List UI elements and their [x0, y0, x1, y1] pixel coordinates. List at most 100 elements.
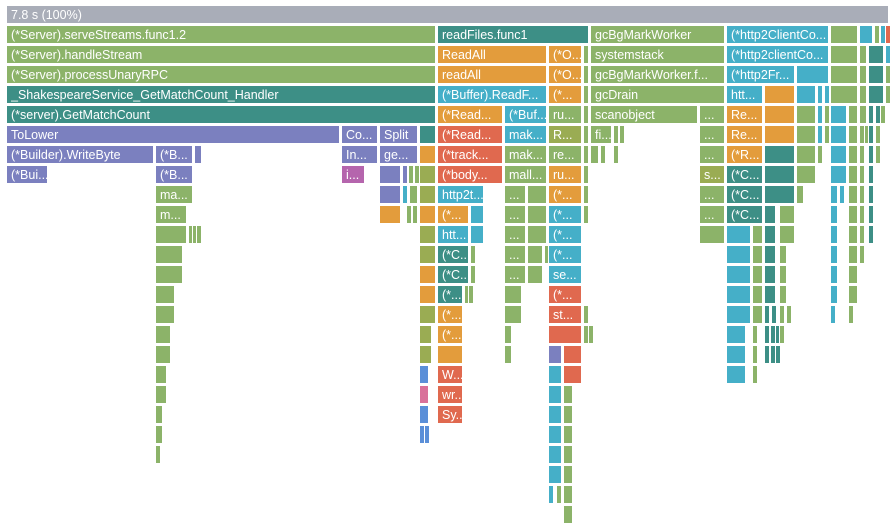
flame-frame-sliver-depth-18[interactable]: [155, 365, 167, 384]
flame-frame-sliver-depth-14[interactable]: [848, 285, 858, 304]
flame-frame-sliver-depth-16[interactable]: [726, 325, 746, 344]
flame-frame-depth-5[interactable]: (*Buf...: [504, 105, 547, 124]
flame-frame-sliver-depth-5[interactable]: [830, 105, 847, 124]
flame-frame-sliver-depth-12[interactable]: [848, 245, 858, 264]
flame-frame-sliver-depth-14[interactable]: [752, 285, 763, 304]
flame-frame-sliver-depth-11[interactable]: [848, 225, 858, 244]
flame-frame-sliver-depth-17[interactable]: [504, 345, 512, 364]
flame-frame-sliver-depth-11[interactable]: [868, 225, 874, 244]
flame-frame-sliver-depth-4[interactable]: [859, 85, 867, 104]
flame-frame-depth-4[interactable]: htt...: [726, 85, 763, 104]
flame-frame-depth-5[interactable]: ...: [699, 105, 725, 124]
flame-frame-sliver-depth-5[interactable]: [583, 105, 589, 124]
flame-frame-sliver-depth-7[interactable]: [613, 145, 619, 164]
flame-frame-sliver-depth-16[interactable]: [779, 325, 785, 344]
flame-frame-sliver-depth-10[interactable]: [830, 205, 838, 224]
flame-frame-sliver-depth-7[interactable]: [583, 145, 589, 164]
flame-frame-sliver-depth-13[interactable]: [848, 265, 858, 284]
flame-frame-sliver-depth-9[interactable]: [402, 185, 408, 204]
flame-frame-depth-8[interactable]: i...: [341, 165, 365, 184]
flame-frame-depth-8[interactable]: (*Bui...: [6, 165, 48, 184]
flame-frame-sliver-depth-15[interactable]: [752, 305, 763, 324]
flame-frame-sliver-depth-7[interactable]: [868, 145, 874, 164]
flame-frame-sliver-depth-6[interactable]: [817, 125, 823, 144]
flame-frame-sliver-depth-24[interactable]: [556, 485, 562, 504]
flame-frame-sliver-depth-10[interactable]: [419, 205, 436, 224]
flame-frame-sliver-depth-16[interactable]: [752, 325, 758, 344]
flame-frame-sliver-depth-7[interactable]: [419, 145, 436, 164]
flame-frame-sliver-depth-23[interactable]: [548, 465, 562, 484]
flame-frame-sliver-depth-14[interactable]: [468, 285, 474, 304]
flame-frame-sliver-depth-6[interactable]: [619, 125, 625, 144]
flame-frame-sliver-depth-14[interactable]: [504, 285, 522, 304]
flame-frame-sliver-depth-13[interactable]: [779, 265, 787, 284]
flame-frame-depth-11[interactable]: (*...: [548, 225, 582, 244]
flame-frame-sliver-depth-19[interactable]: [155, 385, 167, 404]
flame-frame-sliver-depth-2[interactable]: [868, 45, 884, 64]
flame-frame-sliver-depth-15[interactable]: [830, 305, 836, 324]
flame-frame-sliver-depth-12[interactable]: [470, 245, 476, 264]
flame-frame-sliver-depth-19[interactable]: [548, 385, 562, 404]
flame-frame-sliver-depth-19[interactable]: [419, 385, 429, 404]
flame-frame-sliver-depth-10[interactable]: [379, 205, 401, 224]
flame-frame-sliver-depth-18[interactable]: [563, 365, 582, 384]
flame-frame-sliver-depth-11[interactable]: [527, 225, 547, 244]
flame-frame-sliver-depth-17[interactable]: [726, 345, 746, 364]
flame-frame-sliver-depth-14[interactable]: [779, 285, 787, 304]
flame-frame-sliver-depth-10[interactable]: [412, 205, 418, 224]
flame-frame-sliver-depth-13[interactable]: [470, 265, 476, 284]
flame-frame-sliver-depth-6[interactable]: [583, 125, 589, 144]
flame-frame-sliver-depth-10[interactable]: [848, 205, 858, 224]
flame-frame-sliver-depth-17[interactable]: [563, 345, 582, 364]
flame-frame-sliver-depth-15[interactable]: [726, 305, 751, 324]
flame-frame-sliver-depth-3[interactable]: [859, 65, 867, 84]
flame-frame-depth-2[interactable]: systemstack: [590, 45, 725, 64]
flame-frame-sliver-depth-21[interactable]: [155, 425, 163, 444]
flame-frame-depth-1[interactable]: (*http2ClientCo...: [726, 25, 829, 44]
flame-frame-sliver-depth-3[interactable]: [885, 65, 891, 84]
flame-frame-sliver-depth-17[interactable]: [752, 345, 758, 364]
flame-frame-depth-7[interactable]: ge...: [379, 145, 418, 164]
flame-frame-sliver-depth-15[interactable]: [779, 305, 785, 324]
flame-frame-sliver-depth-5[interactable]: [880, 105, 886, 124]
flame-frame-depth-6[interactable]: Split: [379, 125, 418, 144]
flame-frame-sliver-depth-22[interactable]: [155, 445, 161, 464]
flame-frame-depth-6[interactable]: (*Read...: [437, 125, 503, 144]
flame-frame-depth-3[interactable]: gcBgMarkWorker.f...: [590, 65, 725, 84]
flame-frame-sliver-depth-13[interactable]: [764, 265, 776, 284]
flame-frame-depth-8[interactable]: s...: [699, 165, 725, 184]
flame-frame-depth-13[interactable]: se...: [548, 265, 582, 284]
flame-frame-sliver-depth-8[interactable]: [379, 165, 401, 184]
flame-frame-depth-15[interactable]: st...: [548, 305, 582, 324]
flame-frame-depth-7[interactable]: (*B...: [155, 145, 193, 164]
flame-frame-depth-11[interactable]: ...: [504, 225, 526, 244]
flame-frame-depth-9[interactable]: ...: [699, 185, 725, 204]
flame-frame-sliver-depth-11[interactable]: [155, 225, 187, 244]
flame-frame-sliver-depth-11[interactable]: [764, 225, 776, 244]
flame-frame-sliver-depth-9[interactable]: [859, 185, 865, 204]
flame-frame-sliver-depth-1[interactable]: [830, 25, 858, 44]
flame-frame-sliver-depth-7[interactable]: [830, 145, 847, 164]
flame-frame-sliver-depth-4[interactable]: [830, 85, 858, 104]
flame-frame-depth-9[interactable]: http2t...: [437, 185, 484, 204]
flame-frame-sliver-depth-4[interactable]: [764, 85, 795, 104]
flame-frame-sliver-depth-12[interactable]: [726, 245, 751, 264]
flame-frame-sliver-depth-11[interactable]: [196, 225, 202, 244]
flame-frame-sliver-depth-5[interactable]: [764, 105, 795, 124]
flame-frame-depth-16[interactable]: (*...: [437, 325, 463, 344]
flame-frame-sliver-depth-7[interactable]: [600, 145, 606, 164]
flame-frame-sliver-depth-10[interactable]: [470, 205, 484, 224]
flame-frame-sliver-depth-2[interactable]: [583, 45, 589, 64]
flame-frame-sliver-depth-8[interactable]: [764, 165, 795, 184]
flame-frame-sliver-depth-15[interactable]: [504, 305, 522, 324]
flame-frame-sliver-depth-24[interactable]: [548, 485, 554, 504]
flame-frame-sliver-depth-3[interactable]: [868, 65, 884, 84]
flame-frame-sliver-depth-13[interactable]: [726, 265, 751, 284]
flame-frame-sliver-depth-1[interactable]: [874, 25, 880, 44]
flame-frame-depth-8[interactable]: (*body...: [437, 165, 503, 184]
flame-frame-depth-12[interactable]: ...: [504, 245, 526, 264]
flame-frame-sliver-depth-17[interactable]: [764, 345, 770, 364]
flame-frame-depth-4[interactable]: (*...: [548, 85, 582, 104]
flame-frame-sliver-depth-6[interactable]: [764, 125, 795, 144]
